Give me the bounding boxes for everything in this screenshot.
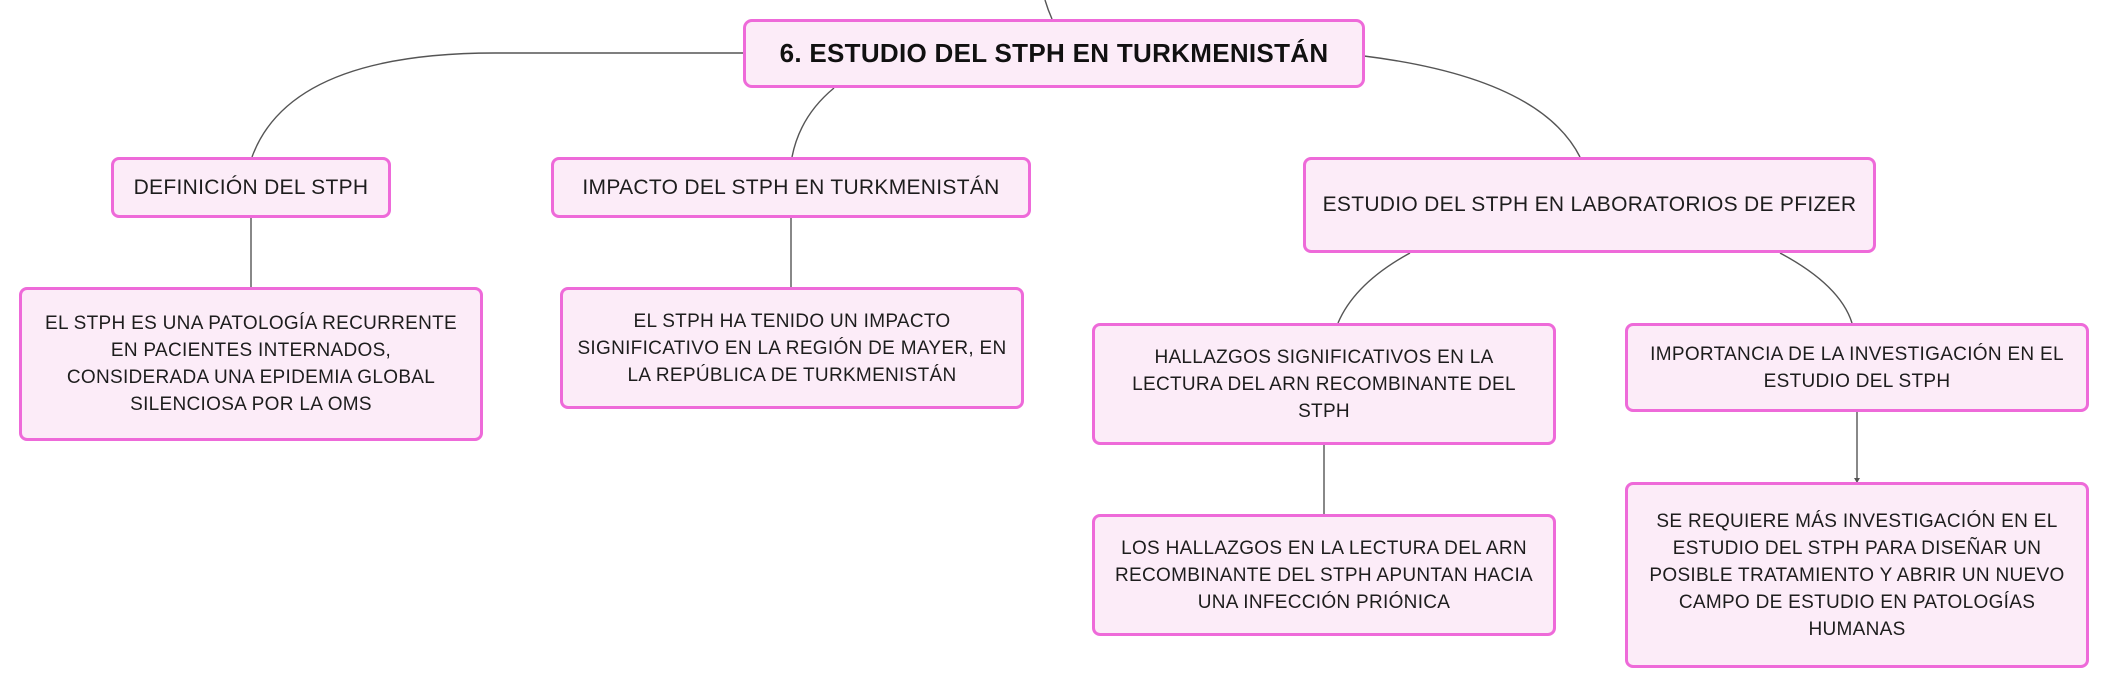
arrowhead-icon [1854, 478, 1860, 483]
connector-parent-link [1044, 0, 1053, 20]
connector-estudio-hallazgos [1337, 252, 1411, 324]
topic-label: IMPACTO DEL STPH EN TURKMENISTÁN [582, 175, 1000, 199]
connector-root-estudio [1363, 55, 1581, 158]
subtopic-label: HALLAZGOS SIGNIFICATIVOS EN LA LECTURA D… [1132, 346, 1516, 422]
root-topic[interactable]: 6. ESTUDIO DEL STPH EN TURKMENISTÁN [743, 19, 1365, 88]
topic-estudio-pfizer[interactable]: ESTUDIO DEL STPH EN LABORATORIOS DE PFIZ… [1303, 157, 1876, 253]
detail-hallazgos[interactable]: LOS HALLAZGOS EN LA LECTURA DEL ARN RECO… [1092, 514, 1556, 636]
subtopic-definicion-detail[interactable]: EL STPH ES UNA PATOLOGÍA RECURRENTE EN P… [19, 287, 483, 441]
topic-label: ESTUDIO DEL STPH EN LABORATORIOS DE PFIZ… [1322, 193, 1857, 216]
subtopic-hallazgos[interactable]: HALLAZGOS SIGNIFICATIVOS EN LA LECTURA D… [1092, 323, 1556, 445]
connector-estudio-importancia [1779, 252, 1853, 324]
subtopic-label: EL STPH HA TENIDO UN IMPACTO SIGNIFICATI… [577, 310, 1007, 386]
connector-root-definicion [251, 52, 743, 158]
topic-definicion[interactable]: DEFINICIÓN DEL STPH [111, 157, 391, 218]
subtopic-label: EL STPH ES UNA PATOLOGÍA RECURRENTE EN P… [44, 313, 458, 415]
detail-label: SE REQUIERE MÁS INVESTIGACIÓN EN EL ESTU… [1649, 510, 2065, 640]
subtopic-impacto-detail[interactable]: EL STPH HA TENIDO UN IMPACTO SIGNIFICATI… [560, 287, 1024, 409]
subtopic-label: IMPORTANCIA DE LA INVESTIGACIÓN EN EL ES… [1650, 343, 2064, 392]
root-topic-label: 6. ESTUDIO DEL STPH EN TURKMENISTÁN [779, 38, 1329, 68]
detail-importancia[interactable]: SE REQUIERE MÁS INVESTIGACIÓN EN EL ESTU… [1625, 482, 2089, 668]
topic-label: DEFINICIÓN DEL STPH [133, 175, 369, 199]
connector-root-impacto [791, 87, 835, 158]
detail-label: LOS HALLAZGOS EN LA LECTURA DEL ARN RECO… [1115, 537, 1534, 613]
topic-impacto[interactable]: IMPACTO DEL STPH EN TURKMENISTÁN [551, 157, 1031, 218]
subtopic-importancia[interactable]: IMPORTANCIA DE LA INVESTIGACIÓN EN EL ES… [1625, 323, 2089, 412]
